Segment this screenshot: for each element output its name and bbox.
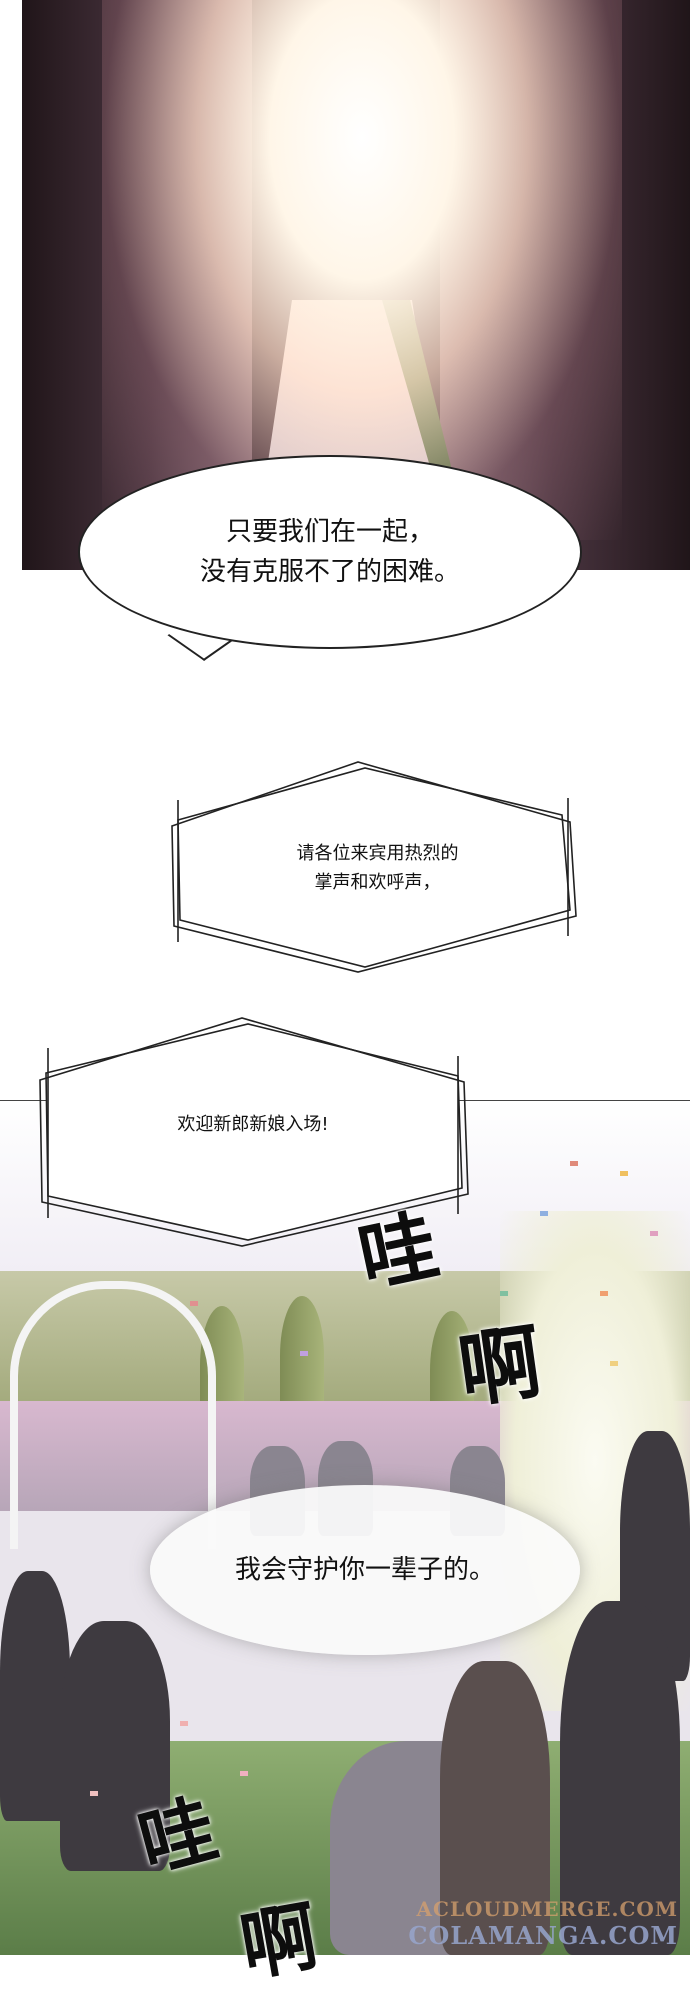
- topiary: [280, 1296, 324, 1416]
- panel-doorway: [22, 0, 690, 570]
- confetti: [90, 1791, 98, 1796]
- confetti: [190, 1301, 198, 1306]
- confetti: [500, 1291, 508, 1296]
- watermark-line: ACLOUDMERGE.COM: [416, 1897, 678, 1921]
- sfx-a: 啊: [452, 1314, 548, 1421]
- confetti: [610, 1361, 618, 1366]
- light-burst: [102, 0, 622, 540]
- speech-line: 没有克服不了的困难。: [199, 557, 460, 587]
- speech-bubble-together: 只要我们在一起， 没有克服不了的困难。: [78, 455, 582, 649]
- confetti: [240, 1771, 248, 1776]
- confetti: [300, 1351, 308, 1356]
- watermark: ACLOUDMERGE.COM COLAMANGA.COM: [408, 1897, 678, 1950]
- narration-box-welcome: 欢迎新郎新娘入场!: [38, 1017, 469, 1248]
- guest: [0, 1571, 70, 1821]
- narration-box-applause: 请各位来宾用热烈的 掌声和欢呼声，: [170, 760, 585, 975]
- speech-bubble-protect: 我会守护你一辈子的。: [150, 1485, 580, 1655]
- guest: [560, 1601, 680, 1955]
- hexagon-frame: [39, 1017, 469, 1247]
- confetti: [620, 1171, 628, 1176]
- confetti: [650, 1231, 658, 1236]
- watermark-line: COLAMANGA.COM: [408, 1921, 678, 1950]
- confetti: [540, 1211, 548, 1216]
- confetti: [600, 1291, 608, 1296]
- guest: [60, 1621, 170, 1871]
- confetti: [180, 1721, 188, 1726]
- narration-line: 掌声和欢呼声，: [314, 871, 441, 893]
- speech-line: 只要我们在一起，: [225, 517, 434, 547]
- hexagon-frame: [171, 761, 577, 973]
- speech-line: 我会守护你一辈子的。: [234, 1555, 495, 1585]
- narration-line: 欢迎新郎新娘入场!: [177, 1114, 329, 1135]
- floral-arch: [10, 1281, 216, 1549]
- confetti: [570, 1161, 578, 1166]
- panel-wedding-garden: [0, 1100, 690, 1955]
- guest: [440, 1661, 550, 1955]
- narration-line: 请各位来宾用热烈的: [296, 842, 459, 864]
